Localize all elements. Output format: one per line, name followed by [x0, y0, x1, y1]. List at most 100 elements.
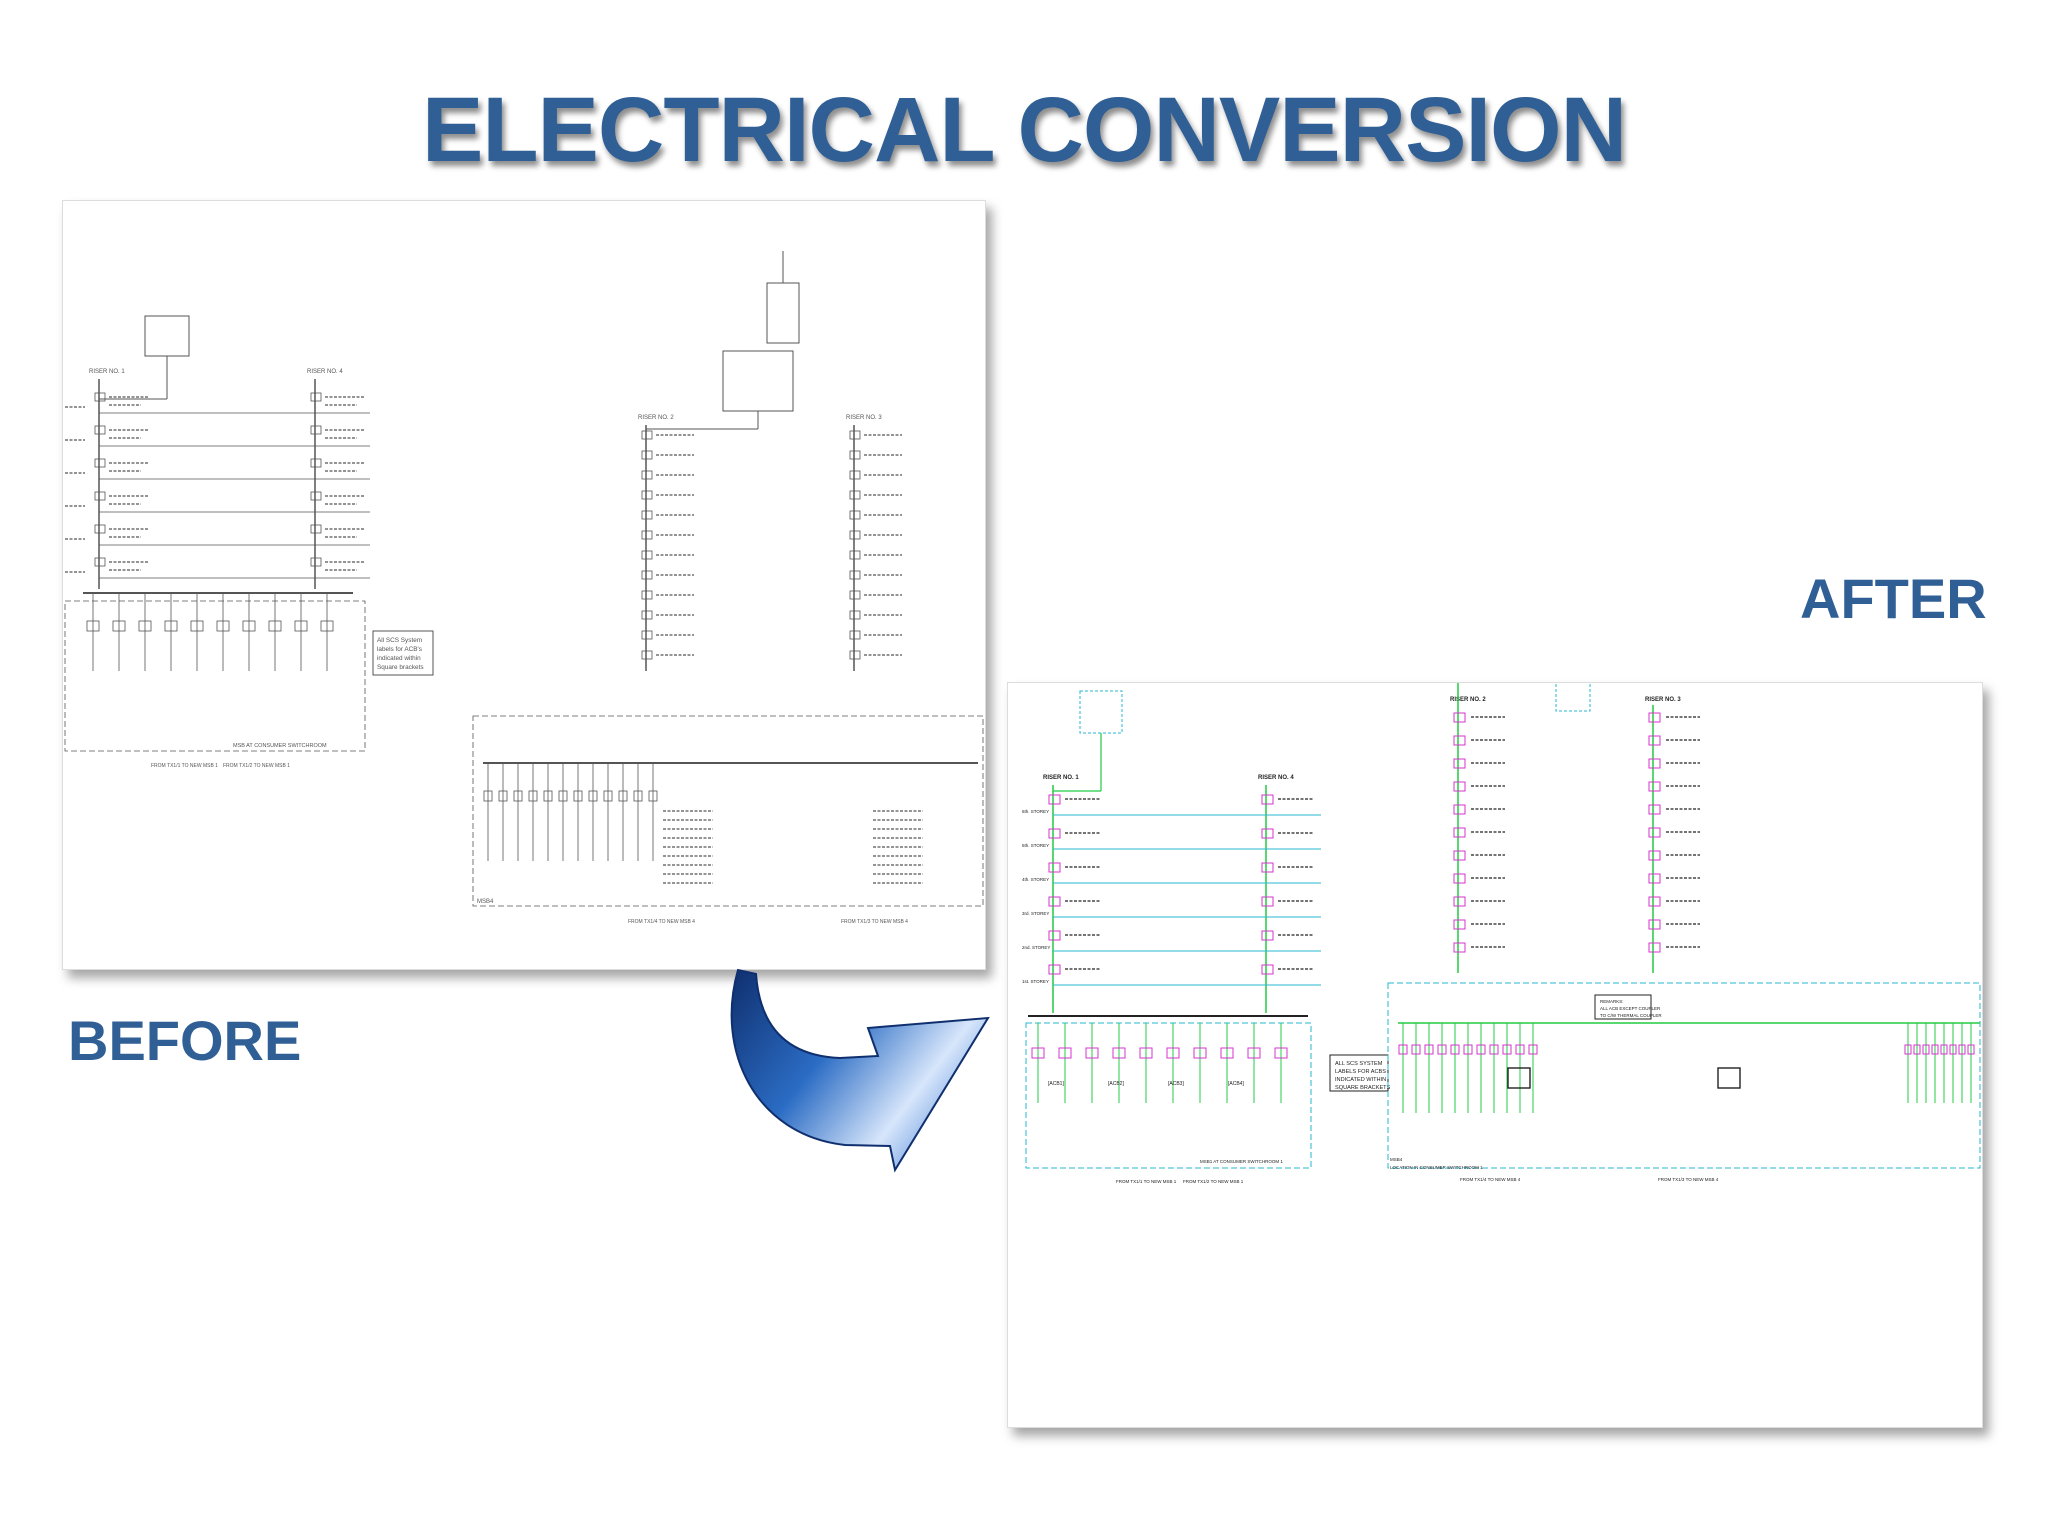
breaker — [216, 620, 230, 632]
note-text: indicated within — [377, 655, 421, 662]
breaker — [164, 620, 178, 632]
db-box — [94, 524, 106, 534]
acb-label: [ACB2] — [1108, 1081, 1124, 1087]
db-box — [641, 430, 653, 440]
breaker — [588, 790, 598, 802]
breaker — [1922, 1044, 1930, 1055]
feed-label: FROM TX1/3 TO NEW MSB 4 — [1658, 1177, 1719, 1182]
db-box — [1261, 828, 1274, 839]
db-box — [1261, 896, 1274, 907]
db-box — [1453, 896, 1466, 907]
db-box — [1648, 781, 1661, 792]
breaker — [1031, 1047, 1045, 1059]
db-box — [1648, 827, 1661, 838]
db-box — [849, 450, 861, 460]
db-box — [1648, 712, 1661, 723]
breaker — [1949, 1044, 1957, 1055]
db-box — [641, 630, 653, 640]
db-box — [1048, 862, 1061, 873]
remark-box — [1594, 994, 1652, 1020]
db-box — [1453, 873, 1466, 884]
db-box — [641, 590, 653, 600]
db-box — [1648, 942, 1661, 953]
floor-label: 4th. STOREY — [1022, 877, 1049, 882]
breaker — [1904, 1044, 1912, 1055]
note-text: Square brackets — [377, 664, 424, 671]
db-box — [641, 570, 653, 580]
db-box — [310, 392, 322, 402]
db-box — [1453, 919, 1466, 930]
switchroom-boundary — [1387, 982, 1981, 1169]
db-box — [94, 425, 106, 435]
breaker — [633, 790, 643, 802]
breaker — [1058, 1047, 1072, 1059]
note-text: labels for ACB's — [377, 646, 422, 653]
db-box — [1648, 850, 1661, 861]
db-box — [849, 570, 861, 580]
db-box — [641, 610, 653, 620]
db-box — [94, 491, 106, 501]
db-box — [641, 530, 653, 540]
breaker — [112, 620, 126, 632]
db-box — [94, 557, 106, 567]
db-box — [1453, 758, 1466, 769]
floor-label: 3rd. STOREY — [1022, 911, 1049, 916]
db-box — [1648, 758, 1661, 769]
db-box — [310, 524, 322, 534]
acb-label: [ACB1] — [1048, 1081, 1064, 1087]
breaker — [1489, 1044, 1499, 1055]
footer-label: LOCATION IN CONSUMER SWITCHROOM 1 — [1390, 1165, 1483, 1170]
breaker — [1424, 1044, 1434, 1055]
feed-label: FROM TX1/4 TO NEW MSB 4 — [628, 919, 695, 925]
riser-label: RISER NO. 2 — [638, 415, 674, 421]
db-box — [1648, 804, 1661, 815]
note-text: ALL SCS SYSTEM — [1335, 1061, 1383, 1067]
db-box — [1453, 850, 1466, 861]
transformer-box — [1507, 1067, 1531, 1089]
breaker — [1274, 1047, 1288, 1059]
page-title: ELECTRICAL CONVERSION — [421, 79, 1627, 181]
db-box — [1048, 794, 1061, 805]
breaker — [558, 790, 568, 802]
breaker — [1931, 1044, 1939, 1055]
remark-text: ALL ACB EXCEPT COUPLER — [1600, 1006, 1661, 1011]
breaker — [648, 790, 658, 802]
note-box — [1329, 1054, 1389, 1092]
db-box — [641, 470, 653, 480]
db-box — [849, 590, 861, 600]
note-box — [372, 630, 434, 676]
db-box — [1453, 804, 1466, 815]
breaker — [1528, 1044, 1538, 1055]
breaker — [1398, 1044, 1408, 1055]
conversion-arrow-icon — [730, 968, 990, 1173]
db-box — [849, 510, 861, 520]
feed-label: FROM TX1/2 TO NEW MSB 1 — [223, 763, 290, 769]
breaker — [1450, 1044, 1460, 1055]
db-box — [310, 491, 322, 501]
db-box — [1261, 794, 1274, 805]
breaker — [1913, 1044, 1921, 1055]
acb-label: [ACB3] — [1168, 1081, 1184, 1087]
breaker — [1515, 1044, 1525, 1055]
breaker — [603, 790, 613, 802]
breaker — [513, 790, 523, 802]
breaker — [268, 620, 282, 632]
breaker — [1437, 1044, 1447, 1055]
breaker — [190, 620, 204, 632]
breaker — [1958, 1044, 1966, 1055]
breaker — [320, 620, 334, 632]
breaker — [1247, 1047, 1261, 1059]
feed-label: FROM TX1/2 TO NEW MSB 1 — [1183, 1179, 1244, 1184]
sub-panel — [1079, 690, 1123, 734]
feed-label: FROM TX1/4 TO NEW MSB 4 — [1460, 1177, 1521, 1182]
feed-label: FROM TX1/1 TO NEW MSB 1 — [151, 763, 218, 769]
db-box — [1648, 735, 1661, 746]
breaker — [1085, 1047, 1099, 1059]
sub-panel — [144, 315, 190, 357]
db-box — [641, 550, 653, 560]
note-text: SQUARE BRACKETS — [1335, 1085, 1391, 1091]
db-box — [1048, 828, 1061, 839]
